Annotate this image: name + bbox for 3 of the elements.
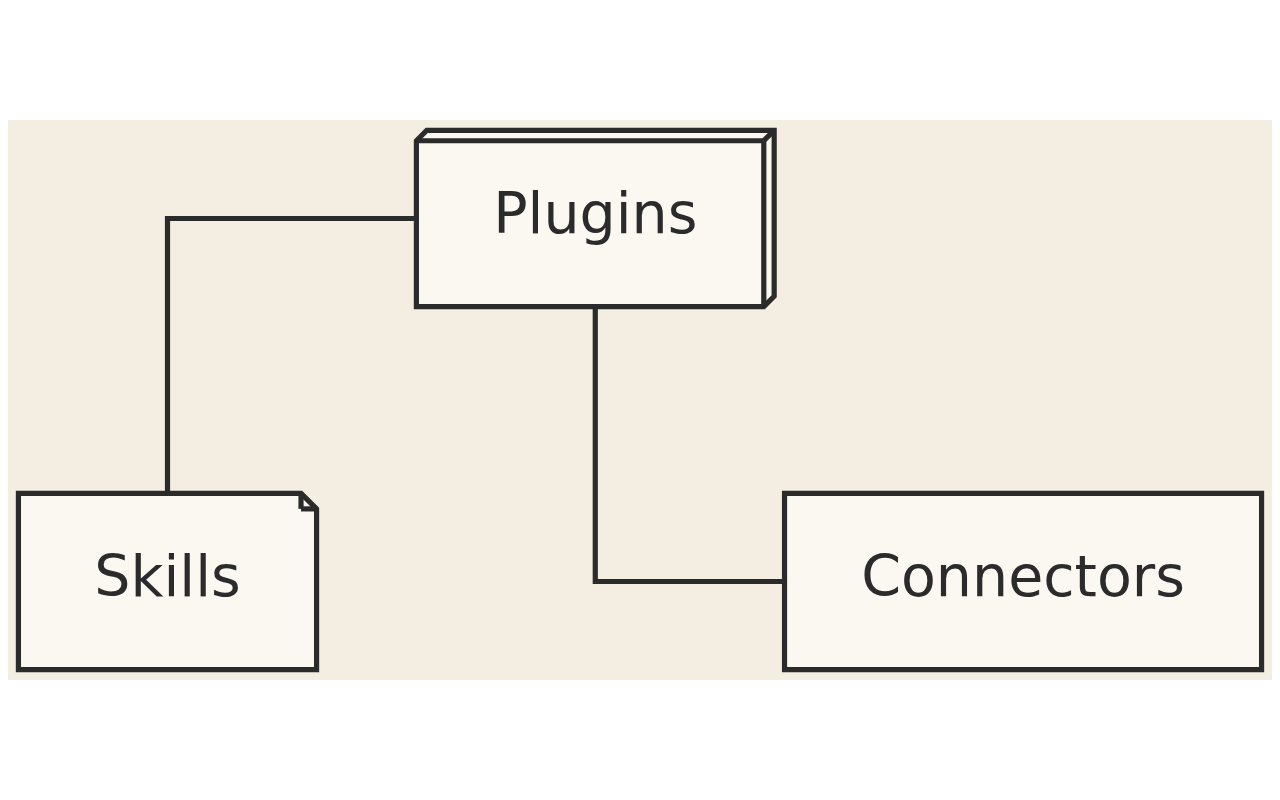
connector [592, 307, 785, 585]
connector [164, 215, 417, 493]
node-box: Connectors [781, 490, 1265, 673]
